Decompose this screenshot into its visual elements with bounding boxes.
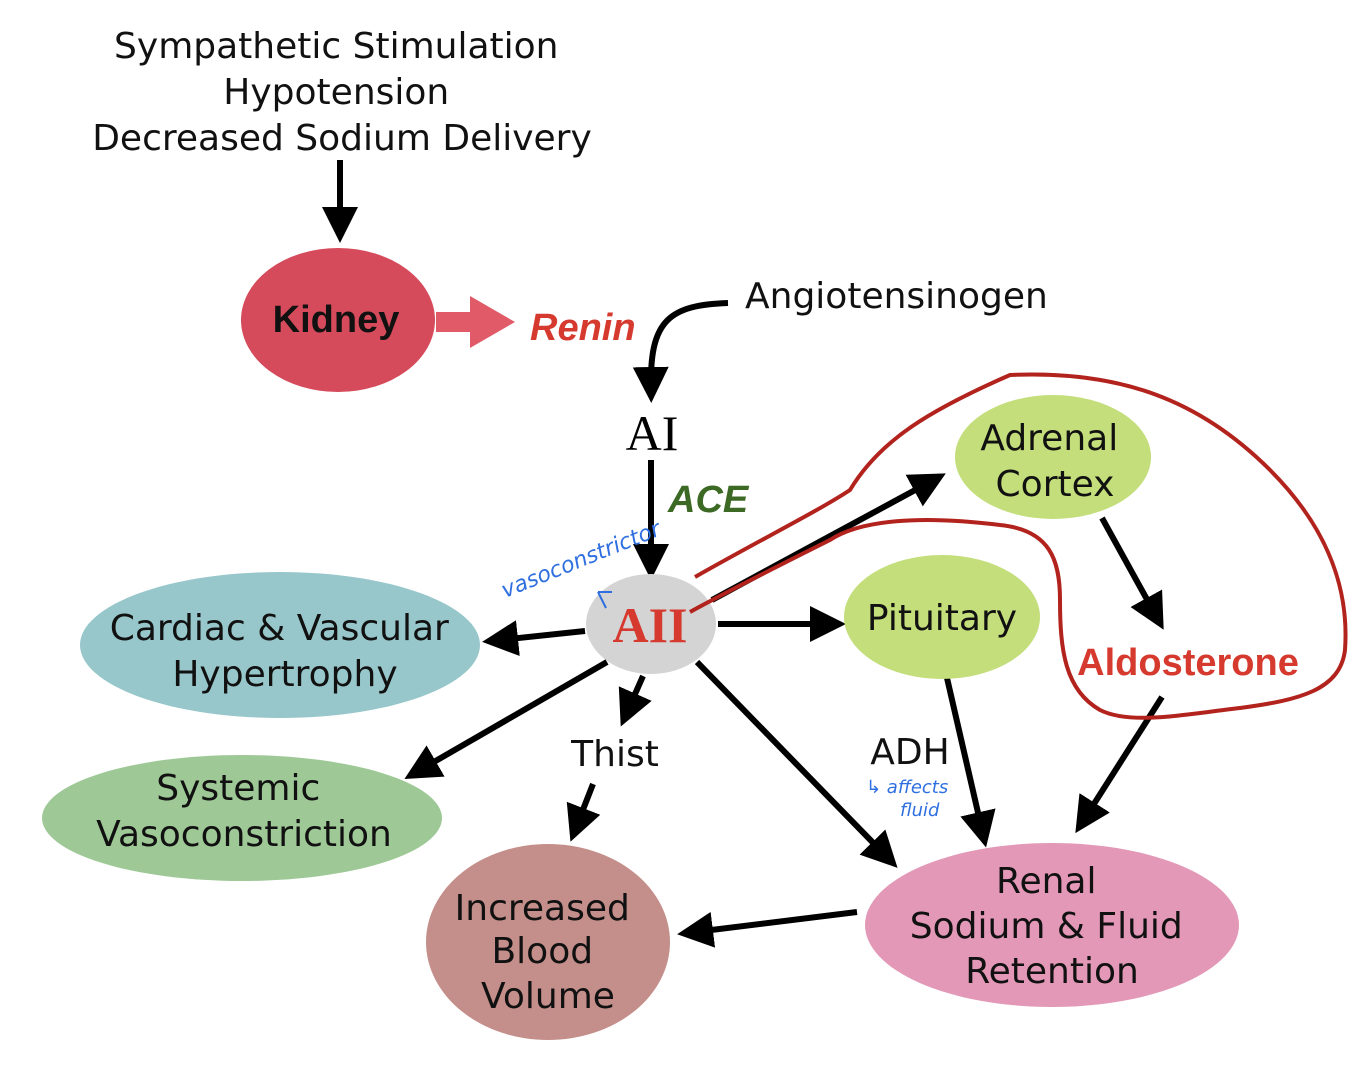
systemic-node [42, 755, 442, 881]
arrow-adrenal-aldosterone [1099, 516, 1164, 630]
arrow-thirst-blood [566, 782, 601, 842]
arrow-aii-cardiac [482, 620, 586, 657]
triggers: Sympathetic Stimulation Hypotension Decr… [92, 26, 592, 159]
thirst-label: Thist [570, 734, 659, 775]
adrenal-cortex-label: Adrenal Cortex [980, 418, 1129, 505]
pituitary-node [844, 555, 1040, 679]
arrow-aii-systemic [404, 659, 609, 780]
ai-label: AI [626, 405, 679, 461]
arrow-renal-blood [677, 909, 858, 948]
kidney-node [241, 248, 435, 392]
cardiac-label: Cardiac & Vascular Hypertrophy [110, 608, 461, 695]
arrow-aii-thirst [618, 674, 652, 727]
renin-label: Renin [530, 307, 636, 349]
blood-volume-node [426, 844, 670, 1040]
renal-retention-label: Renal Sodium & Fluid Retention [910, 861, 1194, 992]
kidney-label: Kidney [273, 299, 400, 341]
systemic-label: Systemic Vasoconstriction [96, 768, 392, 855]
cardiac-node [80, 572, 480, 718]
aldosterone-pathway-circle [689, 372, 1348, 720]
arrow-pituitary-renal [944, 677, 996, 848]
aldosterone-label: Aldosterone [1077, 642, 1299, 684]
arrow-kidney-renin [436, 296, 515, 348]
angiotensinogen-label: Angiotensinogen [745, 276, 1048, 317]
blood-volume-label: Increased Blood Volume [455, 888, 642, 1017]
adh-note: ↳ affects fluid [866, 777, 954, 821]
aii-label: AII [612, 597, 687, 653]
pituitary-label: Pituitary [867, 598, 1017, 639]
arrow-aii-renal [694, 659, 898, 868]
aii-node [586, 574, 716, 674]
adrenal-cortex-node [955, 395, 1151, 519]
arrow-angiotensinogen-ai [632, 300, 729, 403]
adh-label: ADH [870, 732, 949, 773]
ace-label: ACE [667, 479, 750, 521]
annotation-arrow-icon [597, 591, 612, 609]
renal-retention-node [865, 843, 1239, 1007]
